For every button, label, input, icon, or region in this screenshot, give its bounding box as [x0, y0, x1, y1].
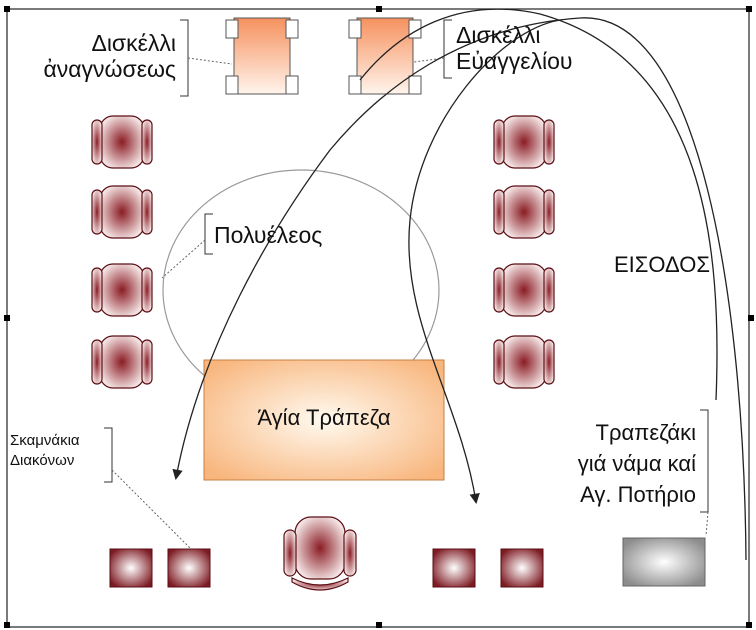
- selection-handle: [746, 6, 752, 12]
- seat-right-3: [493, 263, 555, 317]
- leader-line: [187, 57, 233, 65]
- leader-line: [705, 511, 709, 537]
- seat-left-1: [91, 115, 153, 169]
- label-chandelier: Πολυέλεος: [214, 222, 323, 248]
- bracket: [204, 213, 213, 255]
- stool: [167, 548, 211, 588]
- selection-handle: [376, 6, 382, 12]
- stool: [432, 548, 476, 588]
- selection-handle: [376, 622, 382, 628]
- small-table: [622, 537, 706, 587]
- bracket: [180, 19, 189, 97]
- selection-handle: [4, 6, 10, 12]
- lectern-reading: [225, 17, 299, 95]
- seat-right-2: [493, 185, 555, 239]
- leader-line: [161, 239, 206, 279]
- selection-handle: [746, 622, 752, 628]
- label-lectern-gospel: Δισκέλλι Εὐαγγελίου: [456, 22, 573, 75]
- seat-right-4: [493, 335, 555, 389]
- selection-handle: [4, 622, 10, 628]
- bracket: [700, 409, 709, 513]
- label-entrance: ΕΙΣΟΔΟΣ: [614, 252, 710, 277]
- seat-right-1: [493, 115, 555, 169]
- bracket: [443, 19, 452, 79]
- label-prothesis-table: Τραπεζάκι γιά νάμα καί Αγ. Ποτήριο: [577, 420, 696, 507]
- label-deacons-stools: Σκαμνάκια Διακόνων: [10, 432, 80, 470]
- procession-path-right: [408, 19, 561, 505]
- seat-left-4: [91, 335, 153, 389]
- throne: [283, 516, 357, 591]
- selection-handle: [748, 315, 754, 321]
- procession-path-outer: [359, 8, 718, 401]
- label-holy-table: Άγία Τράπεζα: [257, 405, 391, 430]
- stool: [109, 548, 153, 588]
- lectern-gospel: [348, 17, 422, 95]
- seat-left-3: [91, 263, 153, 317]
- bracket: [104, 427, 113, 483]
- holy-table: [203, 359, 445, 481]
- leader-line: [111, 469, 191, 549]
- stool: [500, 548, 544, 588]
- selection-handle: [4, 315, 10, 321]
- seat-left-2: [91, 185, 153, 239]
- label-lectern-reading: Δισκέλλι ἀναγνώσεως: [43, 30, 176, 83]
- procession-path-left: [172, 17, 747, 561]
